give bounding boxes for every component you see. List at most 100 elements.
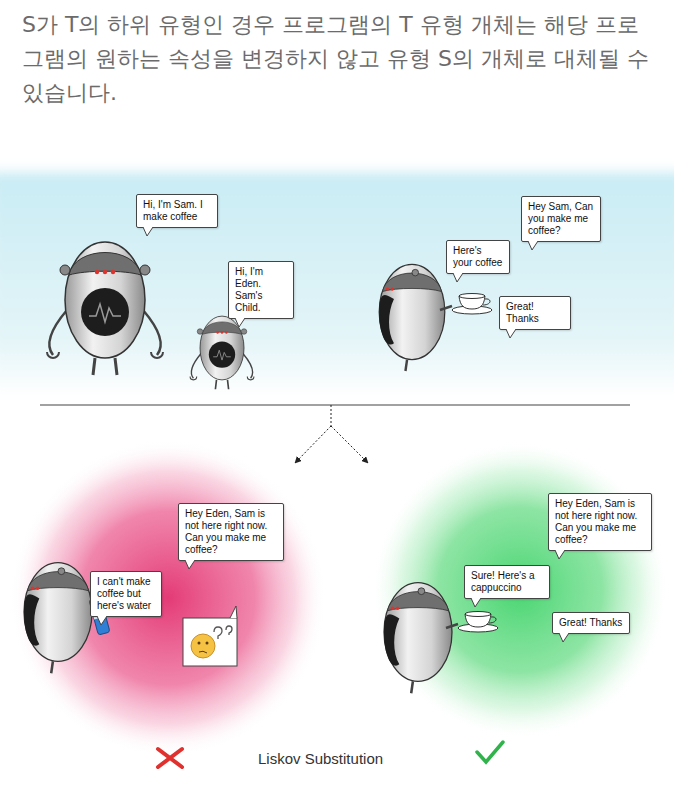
coffee-cup	[452, 294, 492, 315]
drawing-part	[93, 358, 117, 375]
coffee-cup	[458, 612, 498, 633]
drawing-part	[418, 588, 425, 595]
drawing-part	[36, 587, 39, 590]
drawing-part	[111, 270, 115, 274]
drawing-part	[151, 352, 163, 358]
drawing-part	[191, 634, 215, 658]
bubble-text: Hey Eden, Sam is not here right now. Can…	[555, 498, 645, 546]
drawing-part	[379, 264, 445, 359]
drawing-part	[31, 587, 34, 590]
drawing-part	[191, 354, 201, 379]
speech-bubble: I can't make coffee but here's water	[90, 571, 162, 617]
drawing-part	[199, 651, 207, 653]
drawing-part	[27, 572, 88, 591]
bubble-text: Sure! Here's a cappuccino	[471, 570, 543, 594]
drawing-part	[60, 265, 70, 275]
drawing-part	[209, 341, 235, 367]
top-band	[0, 172, 674, 397]
drawing-part	[190, 377, 197, 380]
drawing-part	[384, 614, 399, 665]
split-arrow	[331, 426, 368, 463]
pass-blob	[370, 440, 670, 740]
speech-bubble: Great! Thanks	[499, 296, 571, 330]
speech-bubble: Great! Thanks	[552, 612, 630, 634]
speech-bubble: Sure! Here's a cappuccino	[464, 565, 550, 599]
check-mark	[477, 742, 503, 762]
drawing-part	[198, 642, 201, 645]
drawing-part	[382, 273, 441, 291]
bubble-tail	[528, 241, 540, 251]
bubble-tail	[143, 227, 155, 237]
drawing-part	[47, 352, 59, 358]
drawing-part	[206, 642, 209, 645]
drawing-part	[65, 242, 145, 358]
drawing-part	[95, 270, 99, 274]
drawing-part	[384, 583, 452, 682]
drawing-part	[103, 270, 107, 274]
bubble-tail	[453, 273, 465, 283]
bubble-text: I can't make coffee but here's water	[97, 576, 155, 612]
drawing-part	[49, 310, 67, 355]
bubble-tail	[185, 560, 197, 570]
bubble-tail	[235, 318, 247, 328]
bubble-text: Hi, I'm Sam. I make coffee	[143, 199, 211, 223]
bubble-text: Great! Thanks	[559, 617, 623, 629]
drawing-part	[411, 681, 413, 693]
drawing-part	[405, 360, 407, 371]
caption-label: Liskov Substitution	[258, 750, 383, 767]
title: S가 T의 하위 유형인 경우 프로그램의 T 유형 개체는 해당 프로그램의 …	[22, 8, 658, 110]
bubble-text: Here's your coffee	[453, 245, 503, 269]
drawing-part	[459, 294, 485, 299]
drawing-part	[230, 606, 237, 618]
drawing-part	[221, 331, 223, 333]
bubble-text: Hey Eden, Sam is not here right now. Can…	[185, 508, 277, 556]
speech-bubble: Hi, I'm Sam. I make coffee	[136, 194, 218, 228]
drawing-part	[200, 316, 244, 380]
drawing-part	[489, 617, 496, 623]
drawing-part	[225, 331, 227, 333]
speech-bubble: Hey Eden, Sam is not here right now. Can…	[178, 503, 284, 561]
robot	[379, 264, 445, 371]
robot-arm	[446, 624, 458, 628]
speech-bubble: Hey Sam, Can you make me coffee?	[521, 196, 601, 242]
drawing-part	[247, 377, 254, 380]
drawing-part	[140, 265, 150, 275]
drawing-part	[214, 626, 232, 639]
drawing-part	[202, 322, 242, 334]
robot	[47, 242, 163, 375]
drawing-part	[81, 288, 129, 336]
drawing-part	[386, 287, 389, 290]
bubble-tail	[97, 616, 109, 626]
bubble-tail	[555, 550, 567, 560]
drawing-part	[465, 612, 491, 617]
drawing-part	[51, 661, 53, 673]
robot-arm	[440, 306, 452, 310]
drawing-part	[379, 295, 394, 345]
drawing-part	[483, 299, 490, 305]
fail-blob	[10, 440, 326, 756]
split-arrow	[295, 426, 331, 463]
drawing-part	[183, 618, 237, 666]
drawing-part	[58, 568, 65, 575]
bubble-text: Hi, I'm Eden. Sam's Child.	[235, 266, 287, 314]
drawing-part	[387, 592, 448, 611]
split-stem	[331, 405, 332, 426]
drawing-part	[24, 563, 92, 662]
drawing-part	[241, 329, 247, 335]
drawing-part	[197, 329, 203, 335]
bubble-tail	[559, 633, 571, 643]
bubble-text: Great! Thanks	[506, 301, 564, 325]
drawing-part	[243, 354, 253, 379]
drawing-part	[89, 304, 121, 322]
cross-mark	[158, 749, 182, 767]
drawing-part	[412, 269, 419, 276]
drawing-part	[143, 310, 161, 355]
bubble-text: Hey Sam, Can you make me coffee?	[528, 201, 594, 237]
drawing-part	[391, 287, 394, 290]
drawing-part	[396, 607, 399, 610]
drawing-part	[391, 607, 394, 610]
bubble-tail	[506, 329, 518, 339]
bubble-tail	[471, 598, 483, 608]
divider	[40, 404, 630, 405]
